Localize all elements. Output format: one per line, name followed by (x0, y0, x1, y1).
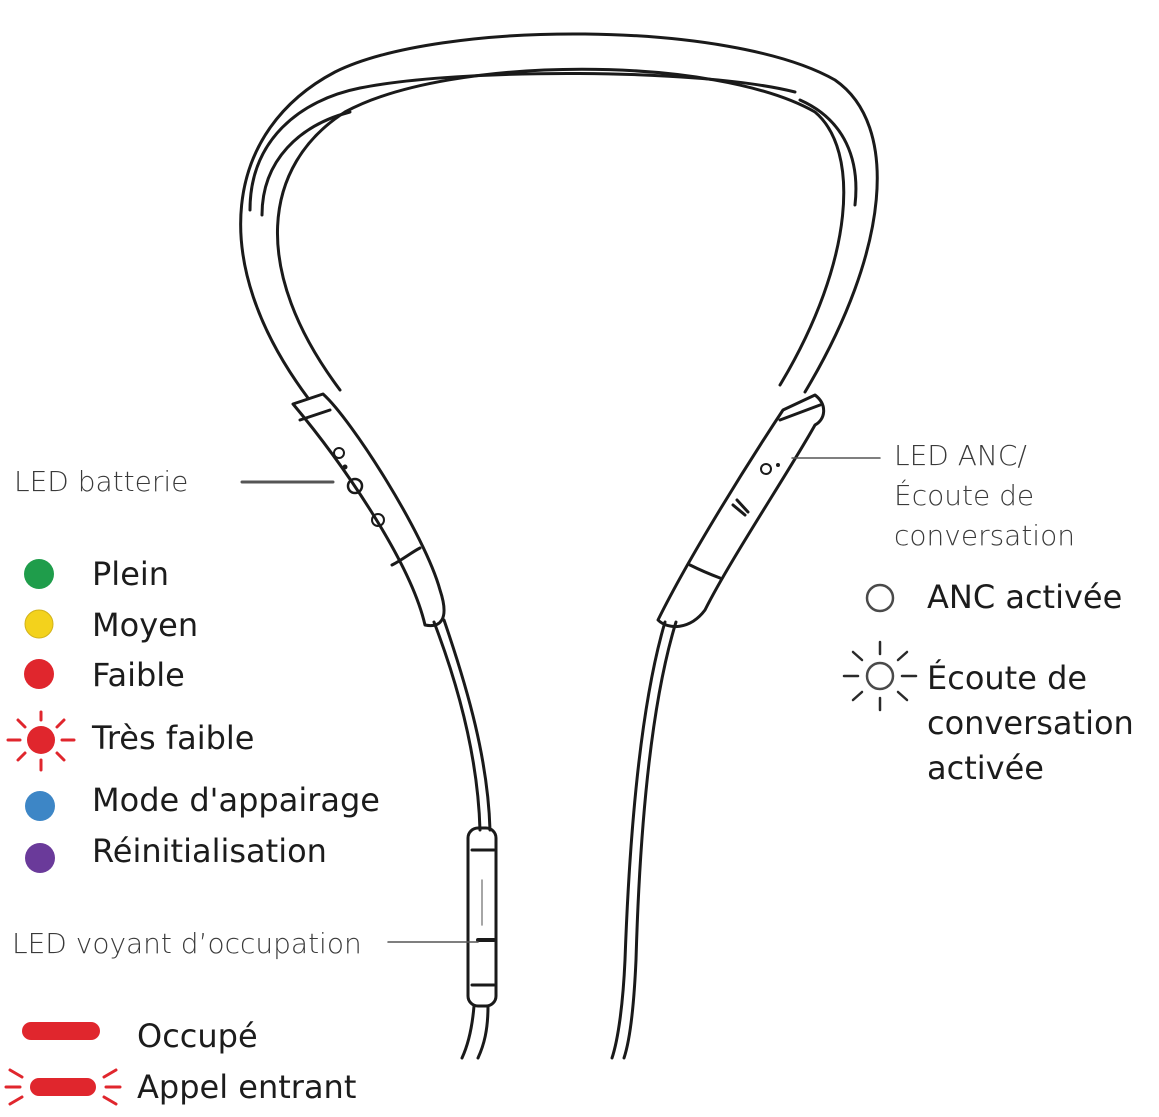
red-flashing-dot-icon (6, 710, 76, 772)
anc-led-callout-line-3: conversation (894, 519, 1075, 552)
inline-remote (466, 826, 498, 1008)
left-pod-led (342, 464, 348, 470)
right-pod-led (760, 463, 772, 475)
neckband-mid-line-1 (248, 71, 797, 212)
right-cable-inner (622, 620, 678, 1060)
legend-label-medium: Moyen (92, 606, 199, 644)
left-cable-inner (442, 618, 492, 832)
battery-led-callout: LED batterie (14, 465, 189, 498)
neckband-outer-edge (239, 32, 879, 400)
left-cable-outer (432, 620, 482, 832)
anc-led-callout-line-2: Écoute de (894, 479, 1035, 512)
left-pod-seam-1 (298, 408, 332, 422)
legend-label-pairing: Mode d'appairage (92, 781, 380, 819)
legend-label-incoming-call: Appel entrant (137, 1068, 357, 1106)
right-pod-mic-mark (731, 498, 750, 517)
red-flashing-bar-icon (4, 1068, 122, 1106)
anc-led-callout-line-1: LED ANC/ (894, 439, 1027, 472)
anc-legend-icons (842, 583, 918, 712)
legend-label-hearthrough-line-1: Écoute de (927, 659, 1088, 697)
left-lower-cable-inner (476, 1004, 490, 1060)
anc-led-callout: LED ANC/ Écoute de conversation (894, 436, 1075, 556)
flashing-hollow-circle-icon (842, 640, 918, 712)
right-pod-seam-1 (778, 403, 822, 422)
left-pod-seam-2 (390, 546, 422, 567)
left-pod-button-1 (333, 447, 345, 459)
battery-legend-icons (6, 559, 76, 873)
right-pod-seam-2 (688, 563, 722, 580)
neckband-mid-line-3 (798, 98, 858, 207)
neckband-inner-edge (275, 67, 846, 392)
purple-dot-icon (25, 843, 55, 873)
legend-label-reset: Réinitialisation (92, 832, 327, 870)
right-cable-outer (610, 620, 667, 1060)
inline-remote-seam (470, 848, 496, 987)
legend-label-very-low: Très faible (92, 719, 255, 757)
red-dot-icon (24, 659, 54, 689)
red-bar-icon (22, 1022, 100, 1040)
yellow-dot-icon (24, 609, 54, 639)
hollow-circle-icon (865, 583, 895, 613)
right-pod (656, 393, 826, 629)
left-pod (291, 392, 446, 628)
legend-label-full: Plein (92, 555, 170, 593)
legend-label-anc-on: ANC activée (927, 578, 1123, 616)
neckband-mid-line-2 (260, 110, 352, 217)
green-dot-icon (24, 559, 54, 589)
blue-dot-icon (25, 791, 55, 821)
legend-label-low: Faible (92, 656, 185, 694)
busy-legend-icons (4, 1022, 122, 1106)
legend-label-hearthrough-line-3: activée (927, 749, 1044, 787)
left-pod-button-2 (346, 477, 364, 495)
left-pod-button-3 (371, 513, 385, 527)
busy-led-callout: LED voyant d’occupation (12, 927, 362, 960)
legend-label-hearthrough-on: Écoute de conversation activée (927, 656, 1134, 791)
right-pod-led-dot (776, 463, 780, 467)
legend-label-hearthrough-line-2: conversation (927, 704, 1134, 742)
legend-label-busy: Occupé (137, 1017, 258, 1055)
left-lower-cable-outer (460, 1004, 476, 1060)
